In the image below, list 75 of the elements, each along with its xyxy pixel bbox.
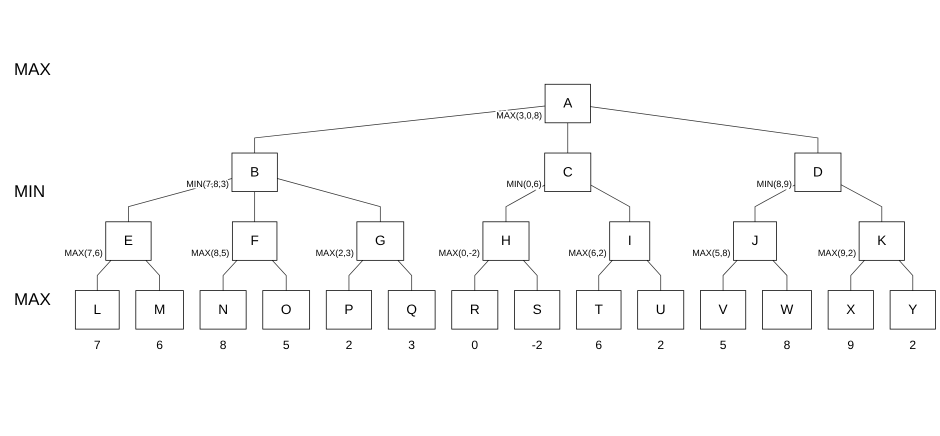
tree-edge bbox=[276, 178, 381, 222]
leaf-value: -2 bbox=[532, 338, 543, 352]
tree-edge bbox=[348, 260, 364, 291]
tree-node: I bbox=[609, 221, 650, 261]
tree-node: R bbox=[451, 290, 498, 330]
tree-edge bbox=[272, 260, 287, 291]
minimax-value-label: MAX(5,8) bbox=[692, 248, 730, 258]
tree-edge bbox=[754, 184, 796, 222]
tree-node: X bbox=[828, 290, 874, 330]
tree-node: P bbox=[326, 290, 372, 330]
tree-node: F bbox=[232, 221, 278, 261]
tree-edge bbox=[523, 260, 538, 291]
tree-edge bbox=[646, 260, 662, 291]
tree-node: G bbox=[356, 221, 404, 261]
tree-node: O bbox=[262, 290, 310, 330]
tree-edge bbox=[96, 260, 112, 291]
leaf-value: 2 bbox=[346, 338, 352, 352]
tree-edge bbox=[840, 184, 882, 222]
tree-node: V bbox=[700, 290, 746, 330]
minimax-value-label: MAX(9,2) bbox=[818, 248, 856, 258]
tree-node: M bbox=[135, 290, 184, 330]
tree-edge bbox=[590, 106, 818, 154]
minimax-value-label: MAX(2,3) bbox=[316, 248, 354, 258]
leaf-value: 2 bbox=[909, 338, 916, 352]
tree-node: B bbox=[232, 152, 278, 192]
tree-edge bbox=[146, 260, 160, 291]
level-label: MIN bbox=[14, 182, 46, 202]
tree-edge bbox=[898, 260, 914, 291]
tree-node: W bbox=[762, 290, 812, 330]
leaf-value: 5 bbox=[720, 338, 726, 352]
tree-node: H bbox=[482, 221, 530, 261]
leaf-value: 3 bbox=[408, 338, 416, 352]
tree-node: U bbox=[637, 290, 684, 330]
tree-edge bbox=[590, 184, 630, 222]
leaf-value: 2 bbox=[657, 338, 664, 352]
minimax-value-label: MIN(8,9) bbox=[756, 179, 792, 190]
tree-edge bbox=[254, 106, 546, 154]
tree-edge bbox=[254, 191, 256, 222]
tree-node: Q bbox=[388, 290, 436, 330]
leaf-value: 6 bbox=[156, 338, 163, 352]
tree-node: N bbox=[200, 290, 247, 330]
minimax-value-label: MAX(3,0,8) bbox=[496, 110, 542, 120]
tree-node: Y bbox=[890, 290, 936, 330]
leaf-value: 7 bbox=[94, 338, 101, 352]
tree-node: K bbox=[858, 221, 905, 261]
tree-edge bbox=[474, 260, 489, 291]
tree-edge bbox=[722, 260, 738, 291]
minimax-value-label: MAX(0,-2) bbox=[438, 248, 480, 258]
tree-node: S bbox=[514, 290, 560, 330]
minimax-value-label: MIN(0,6) bbox=[506, 179, 542, 190]
tree-edge bbox=[398, 260, 412, 291]
leaf-value: 5 bbox=[282, 338, 290, 352]
tree-node: T bbox=[576, 290, 622, 330]
level-label: MAX bbox=[14, 60, 51, 80]
tree-edge bbox=[598, 260, 613, 291]
tree-node: L bbox=[74, 290, 120, 330]
tree-node: A bbox=[544, 84, 591, 124]
tree-edge bbox=[772, 260, 788, 291]
leaf-value: 9 bbox=[847, 338, 854, 352]
level-label: MAX bbox=[14, 290, 51, 310]
tree-node: J bbox=[733, 221, 777, 261]
leaf-value: 0 bbox=[471, 338, 478, 352]
minimax-value-label: MAX(6,2) bbox=[568, 248, 607, 258]
tree-node: C bbox=[544, 152, 592, 192]
tree-edge bbox=[850, 260, 865, 291]
tree-node: D bbox=[794, 152, 842, 192]
minimax-value-label: MAX(8,5) bbox=[191, 248, 230, 258]
leaf-value: 8 bbox=[220, 338, 226, 352]
leaf-value: 8 bbox=[784, 338, 790, 352]
tree-edge bbox=[222, 260, 238, 291]
tree-edge bbox=[567, 122, 568, 154]
tree-edge bbox=[506, 184, 546, 222]
tree-node: E bbox=[105, 221, 152, 261]
leaf-value: 6 bbox=[595, 338, 602, 352]
minimax-value-label: MAX(7,6) bbox=[64, 248, 103, 258]
